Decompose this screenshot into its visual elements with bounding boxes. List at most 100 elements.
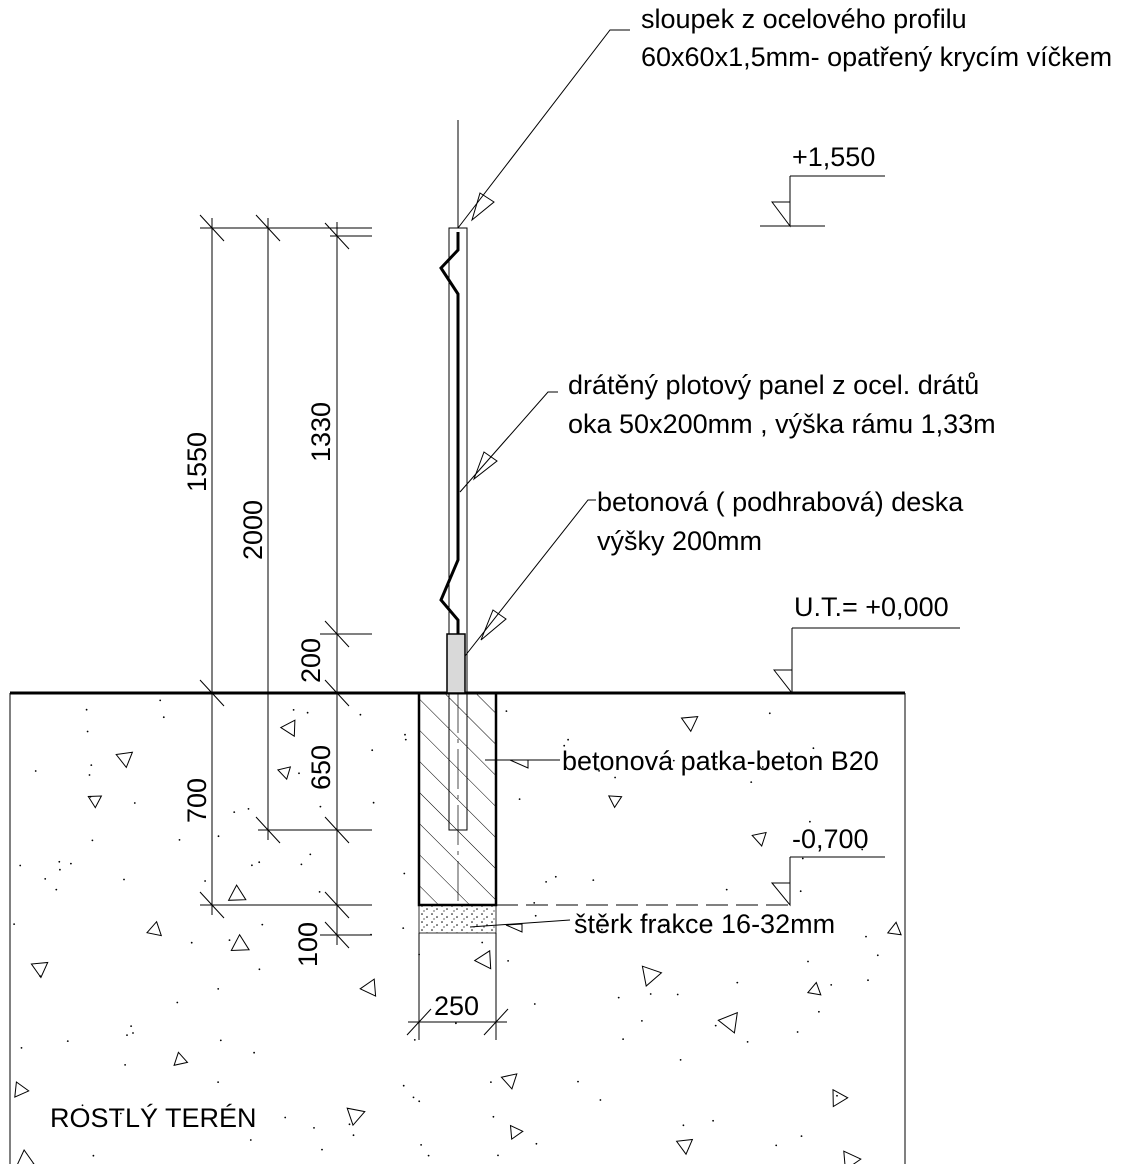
aggregate-dot (58, 860, 61, 863)
aggregate-dot (59, 868, 61, 871)
aggregate-triangle (227, 884, 247, 901)
leader-post (457, 29, 630, 229)
aggregate-dot (563, 744, 566, 747)
aggregate-dot (676, 993, 679, 996)
aggregate-dot (309, 853, 312, 856)
aggregate-triangle (473, 949, 492, 970)
aggregate-dot (20, 1047, 23, 1049)
aggregate-dot (412, 1096, 415, 1099)
aggregate-dot (217, 1081, 220, 1083)
aggregate-dot (219, 1039, 222, 1042)
aggregate-dot (130, 1025, 133, 1027)
aggregate-dot (861, 848, 864, 851)
aggregate-triangle (230, 933, 250, 952)
leader-panel (459, 391, 558, 493)
label-panel-line2: oka 50x200mm , výška rámu 1,33m (568, 409, 996, 439)
aggregate-dot (736, 981, 739, 984)
aggregate-dot (799, 890, 802, 893)
aggregate-triangle (607, 795, 623, 809)
label-slab-line2: výšky 200mm (597, 526, 762, 556)
aggregate-dot (714, 1024, 717, 1027)
aggregate-triangle (843, 1150, 862, 1164)
aggregate-dot (119, 1112, 122, 1115)
aggregate-triangle (806, 981, 822, 996)
aggregate-dot (300, 863, 303, 866)
aggregate-dot (249, 1139, 252, 1141)
aggregate-dot (404, 733, 406, 736)
aggregate-dot (352, 1134, 355, 1137)
dim-700: 700 (182, 778, 212, 823)
terrain-aggregate-marks (13, 699, 902, 1164)
wire-panel (439, 232, 460, 634)
aggregate-dot (162, 716, 165, 719)
dim-1550: 1550 (182, 432, 212, 492)
level-marker-top: +1,550 (760, 142, 885, 228)
aggregate-dot (533, 1003, 536, 1005)
level-marker-ground: U.T.= +0,000 (772, 592, 960, 695)
aggregate-dot (420, 1144, 422, 1146)
aggregate-dot (809, 820, 811, 823)
aggregate-dot (88, 774, 91, 776)
aggregate-triangle (30, 961, 49, 979)
aggregate-dot (598, 770, 600, 772)
aggregate-dot (599, 1099, 602, 1101)
aggregate-triangle (751, 831, 767, 847)
aggregate-dot (217, 835, 220, 838)
leader-slab (464, 499, 596, 657)
level-top-text: +1,550 (792, 142, 875, 172)
aggregate-dot (261, 923, 264, 926)
aggregate-dot (190, 941, 193, 944)
aggregate-dot (796, 1031, 799, 1033)
aggregate-dot (812, 747, 815, 750)
aggregate-dot (545, 881, 547, 883)
label-post-line2: 60x60x1,5mm- opatřený krycím víčkem (641, 42, 1112, 72)
aggregate-dot (233, 811, 236, 813)
aggregate-dot (66, 1040, 69, 1042)
aggregate-dot (715, 762, 717, 764)
label-footing: betonová patka-beton B20 (562, 746, 879, 776)
aggregate-dot (298, 772, 300, 775)
aggregate-dot (85, 708, 88, 711)
aggregate-triangle (641, 965, 663, 987)
aggregate-dot (124, 1064, 126, 1066)
aggregate-dot (518, 798, 521, 800)
aggregate-triangle (173, 1051, 189, 1066)
aggregate-dot (204, 880, 207, 882)
aggregate-dot (554, 875, 557, 878)
fence-post (439, 120, 468, 831)
aggregate-dot (159, 699, 162, 702)
aggregate-dot (123, 878, 125, 881)
aggregate-dot (371, 749, 374, 752)
aggregate-dot (505, 710, 508, 712)
aggregate-dot (247, 808, 250, 810)
aggregate-dot (292, 709, 295, 711)
aggregate-dot (44, 878, 47, 880)
aggregate-triangle (509, 1124, 524, 1141)
aggregate-dot (617, 996, 620, 999)
aggregate-dot (830, 984, 833, 986)
dim-200: 200 (296, 638, 326, 683)
aggregate-dot (455, 1022, 457, 1025)
aggregate-dot (801, 857, 804, 860)
aggregate-dot (622, 1038, 624, 1040)
aggregate-dot (91, 839, 94, 842)
aggregate-dot (481, 941, 484, 944)
aggregate-dot (70, 862, 72, 865)
aggregate-dot (601, 928, 603, 931)
aggregate-dot (800, 1135, 803, 1137)
aggregate-dot (313, 1127, 315, 1129)
dim-100: 100 (293, 922, 323, 967)
aggregate-dot (492, 1115, 495, 1118)
aggregate-dot (682, 1124, 685, 1127)
gravel-bed (418, 904, 497, 934)
aggregate-triangle (87, 795, 103, 809)
aggregate-dot (775, 1144, 778, 1147)
aggregate-dot (132, 1032, 134, 1034)
aggregate-dot (679, 1059, 682, 1061)
aggregate-dot (217, 988, 220, 990)
dimensions: 1550 2000 1330 200 650 700 100 250 (182, 214, 509, 1040)
aggregate-dot (86, 730, 89, 733)
aggregate-dot (251, 864, 253, 867)
aggregate-dot (403, 872, 406, 875)
